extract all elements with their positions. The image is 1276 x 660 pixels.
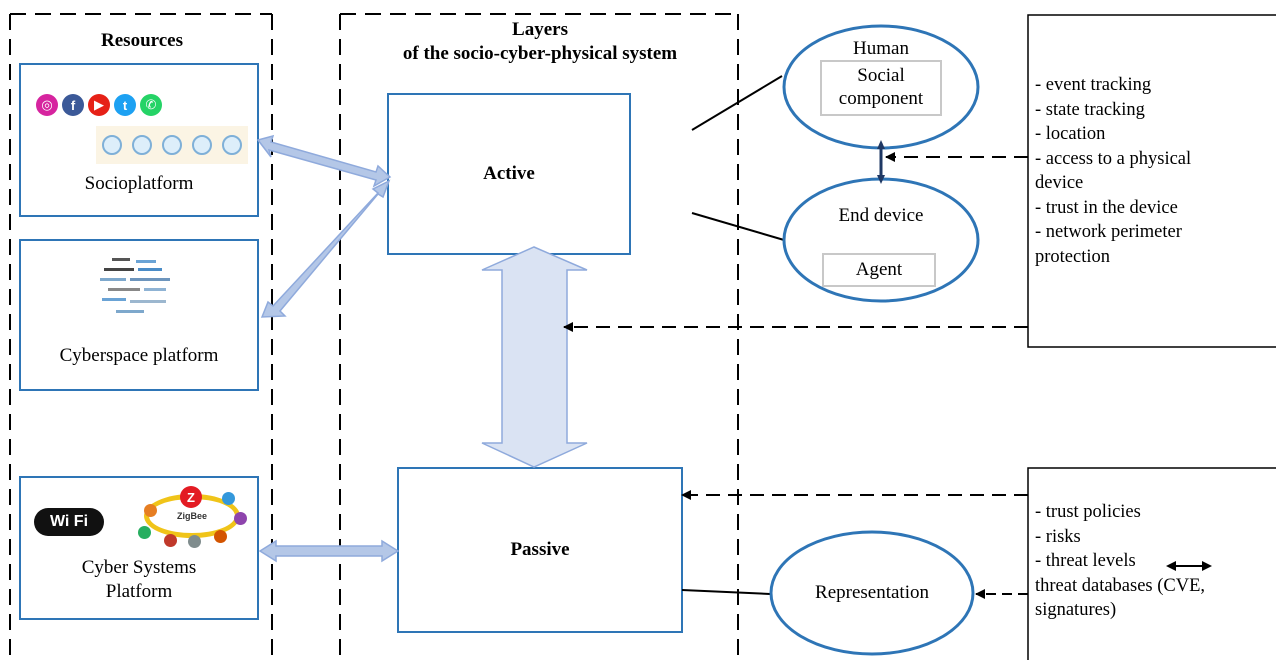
social-component-box: Social component	[820, 60, 942, 116]
top-list-item: - event tracking	[1035, 75, 1152, 95]
cyberspace-active-double-arrow	[260, 179, 391, 318]
social-icons-strip	[96, 126, 248, 164]
social-component-line2: component	[838, 88, 924, 109]
bottom-list-item: signatures)	[1035, 600, 1117, 620]
top-list-item: device	[1035, 173, 1084, 193]
twitter-icon: t	[114, 94, 136, 116]
cyberspace-platform-label: Cyberspace platform	[59, 345, 219, 366]
passive-layer-box	[397, 467, 683, 633]
layers-title-line1: Layers	[512, 19, 568, 40]
facebook-icon: f	[62, 94, 84, 116]
socio-active-double-arrow	[256, 134, 392, 188]
active-layer-box	[387, 93, 631, 255]
passive-representation-line	[681, 589, 771, 595]
representation-ellipse	[769, 530, 975, 656]
resources-title: Resources	[101, 30, 183, 51]
agent-box: Agent	[822, 253, 936, 287]
end-device-label: End device	[838, 205, 924, 226]
agent-label: Agent	[855, 258, 903, 280]
device-icon	[144, 504, 157, 517]
bottom-list-box	[1027, 467, 1276, 660]
active-passive-double-arrow	[481, 246, 588, 468]
cyberspace-graphic	[98, 256, 178, 318]
top-list-item: - state tracking	[1035, 99, 1145, 120]
instagram-icon: ◎	[36, 94, 58, 116]
social-app-icon	[162, 135, 182, 155]
social-app-icon	[222, 135, 242, 155]
active-human-line	[691, 75, 783, 131]
zigbee-z-icon: Z	[180, 486, 202, 508]
bottom-list: - trust policies - risks - threat levels…	[1035, 500, 1205, 623]
social-app-icon	[132, 135, 152, 155]
top-list: - event tracking - state tracking - loca…	[1035, 73, 1191, 269]
top-list-item: protection	[1035, 246, 1111, 267]
whatsapp-icon: ✆	[140, 94, 162, 116]
zigbee-logo-text: ZigBee	[176, 511, 207, 521]
bottom-list-item: - risks	[1035, 526, 1081, 547]
layers-title-line2: of the socio-cyber-physical system	[402, 43, 678, 64]
social-component-line1: Social	[857, 65, 905, 87]
device-icon	[214, 530, 227, 543]
top-list-item: - trust in the device	[1035, 197, 1178, 218]
device-icon	[188, 535, 201, 548]
wifi-logo-text: Wi Fi	[49, 513, 89, 530]
threat-levels-double-arrow	[1166, 561, 1212, 571]
bottom-list-item: - trust policies	[1035, 502, 1141, 522]
social-app-icon	[102, 135, 122, 155]
top-list-box	[1027, 14, 1276, 348]
cyber-systems-label-line1: Cyber Systems	[81, 557, 197, 578]
top-list-item: - location	[1035, 124, 1106, 144]
bottom-list-item: - threat levels	[1035, 551, 1136, 571]
passive-layer-label: Passive	[510, 539, 570, 560]
youtube-icon: ▶	[88, 94, 110, 116]
socioplatform-label: Socioplatform	[84, 173, 194, 194]
device-icon	[234, 512, 247, 525]
representation-label: Representation	[815, 582, 929, 603]
bottom-list-item: threat databases (CVE,	[1035, 575, 1206, 596]
social-app-icon	[192, 135, 212, 155]
device-icon	[222, 492, 235, 505]
wifi-logo: Wi Fi	[34, 508, 104, 536]
device-icon	[138, 526, 151, 539]
active-end-device-line	[691, 212, 785, 241]
top-list-item: - access to a physical	[1035, 148, 1192, 169]
active-layer-label: Active	[483, 163, 535, 184]
zigbee-logo: Z ZigBee	[136, 486, 250, 548]
device-icon	[164, 534, 177, 547]
cyberspace-platform-box	[19, 239, 259, 391]
cyber-systems-label-line2: Platform	[105, 581, 173, 602]
cybersystems-passive-double-arrow	[258, 539, 400, 563]
human-label: Human	[853, 38, 909, 59]
top-list-item: - network perimeter	[1035, 222, 1182, 242]
